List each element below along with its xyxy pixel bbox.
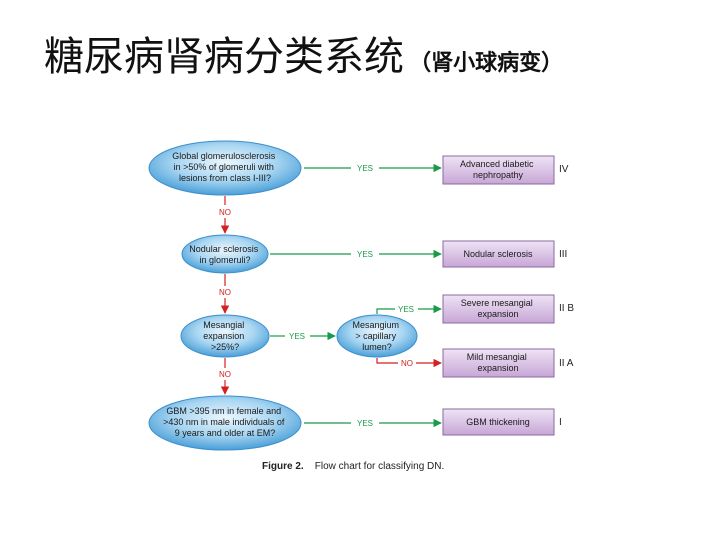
outcome-nodular-sclerosis: Nodular sclerosis	[442, 240, 555, 268]
no-label-1: NO	[219, 208, 231, 217]
outcome-mild-mesangial-expansion: Mild mesangial expansion	[442, 348, 555, 378]
outcome-gbm-thickening: GBM thickening	[442, 408, 555, 436]
outcome-3-line-1: Severe mesangial	[461, 298, 533, 308]
class-label-iv: IV	[559, 164, 569, 175]
decision-5-line-2: >430 nm in male individuals of	[163, 417, 285, 427]
decision-5-line-3: 9 years and older at EM?	[175, 428, 276, 438]
svg-text:Nodular sclerosis in glo: Nodular sclerosis in glomeruli?	[189, 244, 261, 265]
no-label-4: NO	[219, 370, 231, 379]
decision-4-line-2: > capillary	[355, 331, 396, 341]
caption-label: Figure 2.	[262, 461, 304, 472]
yes-label-1: YES	[357, 164, 373, 173]
slide-title: 糖尿病肾病分类系统 （肾小球病变）	[44, 24, 563, 82]
yes-connector-4a	[376, 308, 395, 314]
outcome-4-line-2: expansion	[477, 363, 518, 373]
class-label-iib: II B	[559, 303, 574, 314]
outcome-1-line-2: nephropathy	[473, 170, 524, 180]
decision-1-line-3: lesions from class I-III?	[179, 173, 271, 183]
outcome-3-line-2: expansion	[477, 309, 518, 319]
yes-label-5: YES	[357, 419, 373, 428]
slide-title-main: 糖尿病肾病分类系统	[44, 34, 404, 80]
decision-3-line-3: >25%?	[211, 342, 239, 352]
class-label-iii: III	[559, 249, 567, 260]
decision-gbm-thickness: GBM >395 nm in female and >430 nm in mal…	[148, 395, 302, 451]
yes-label-3: YES	[289, 332, 305, 341]
decision-1-line-1: Global glomerulosclerosis	[172, 151, 276, 161]
yes-label-2: YES	[357, 250, 373, 259]
decision-4-line-1: Mesangium	[352, 320, 399, 330]
svg-text:Mesangium > capillary: Mesangium > capillary lumen?	[352, 320, 401, 352]
decision-mesangium-capillary: Mesangium > capillary lumen?	[336, 314, 418, 358]
outcome-severe-mesangial-expansion: Severe mesangial expansion	[442, 294, 555, 324]
decision-3-line-2: expansion	[203, 331, 244, 341]
svg-text:Mesangial expansion: Mesangial expansion >25%?	[203, 320, 247, 352]
svg-text:Severe mesangial expansi: Severe mesangial expansion	[461, 298, 536, 319]
figure-caption: Figure 2. Flow chart for classifying DN.	[262, 454, 444, 473]
no-connector-3a	[376, 358, 398, 364]
decision-2-line-2: in glomeruli?	[199, 255, 250, 265]
outcome-advanced-diabetic-nephropathy: Advanced diabetic nephropathy	[442, 155, 555, 185]
decision-nodular-sclerosis: Nodular sclerosis in glomeruli?	[181, 234, 269, 274]
outcome-1-line-1: Advanced diabetic	[460, 159, 534, 169]
class-label-i: I	[559, 417, 562, 428]
slide-title-sub: （肾小球病变）	[409, 51, 564, 76]
class-label-iia: II A	[559, 358, 574, 369]
svg-text:GBM >395 nm in female and: GBM >395 nm in female and >430 nm in mal…	[163, 406, 287, 438]
yes-label-4: YES	[398, 305, 414, 314]
decision-5-line-1: GBM >395 nm in female and	[166, 406, 281, 416]
svg-text:Nodular sclerosis: Nodular sclerosis	[463, 249, 533, 259]
decision-1-line-2: in >50% of glomeruli with	[174, 162, 274, 172]
no-label-2: NO	[219, 288, 231, 297]
no-label-3: NO	[401, 359, 413, 368]
svg-text:Mild mesangial expansion: Mild mesangial expansion	[467, 352, 530, 373]
decision-3-line-1: Mesangial	[203, 320, 244, 330]
decision-4-line-3: lumen?	[362, 342, 392, 352]
svg-text:GBM thickening: GBM thickening	[466, 417, 530, 427]
caption-text: Flow chart for classifying DN.	[315, 461, 444, 472]
decision-mesangial-expansion: Mesangial expansion >25%?	[180, 314, 270, 358]
decision-2-line-1: Nodular sclerosis	[189, 244, 259, 254]
decision-global-glomerulosclerosis: Global glomerulosclerosis in >50% of glo…	[148, 140, 302, 196]
svg-text:Global glomerulosclerosis: Global glomerulosclerosis in >50% of glo…	[172, 151, 278, 183]
outcome-2-line-1: Nodular sclerosis	[463, 249, 533, 259]
outcome-4-line-1: Mild mesangial	[467, 352, 527, 362]
svg-text:Advanced diabetic nephro: Advanced diabetic nephropathy	[460, 159, 536, 180]
outcome-5-line-1: GBM thickening	[466, 417, 530, 427]
